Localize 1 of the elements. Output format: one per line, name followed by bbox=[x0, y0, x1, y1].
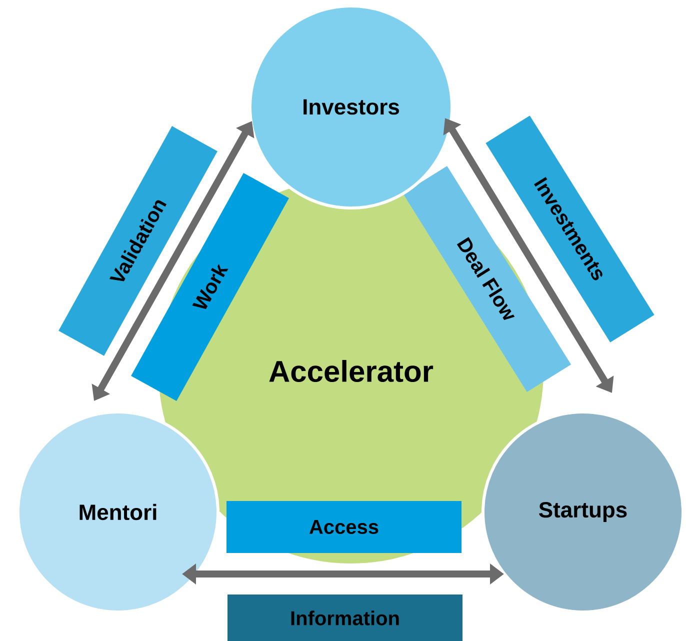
label-band: Information bbox=[228, 594, 462, 641]
